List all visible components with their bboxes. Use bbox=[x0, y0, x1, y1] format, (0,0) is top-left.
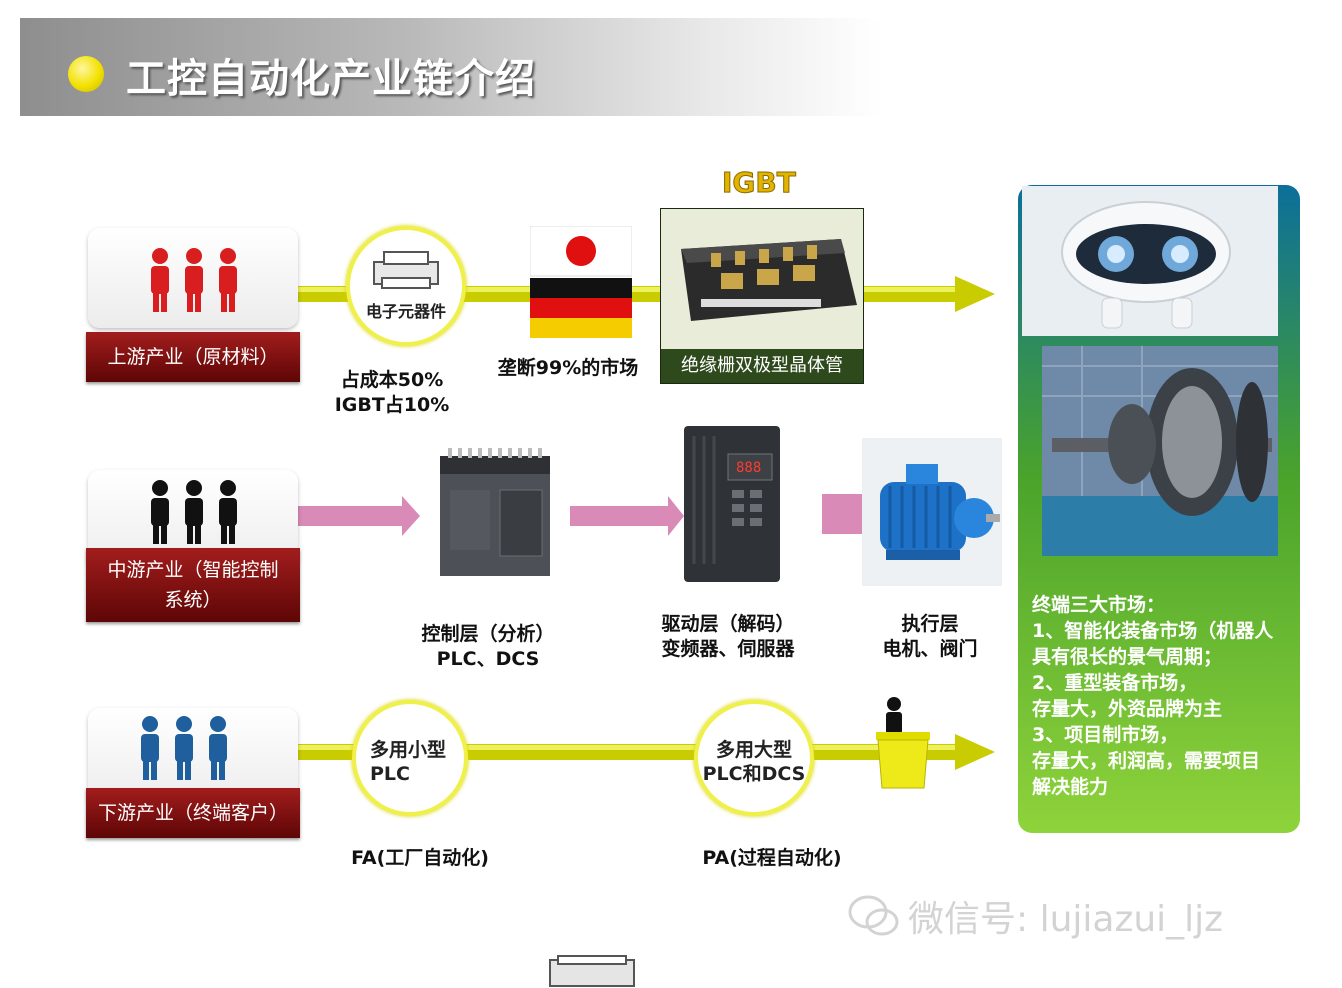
page-title: 工控自动化产业链介绍 bbox=[126, 56, 536, 102]
midstream-arrows bbox=[296, 494, 862, 536]
upstream-card bbox=[88, 228, 298, 328]
presenter-podium-icon bbox=[876, 697, 930, 789]
execution-layer-caption: 执行层 电机、阀门 bbox=[882, 613, 978, 660]
terminal-markets-text: 终端三大市场： 1、智能化装备市场（机器人 具有很长的景气周期； 2、重型装备市… bbox=[1032, 594, 1274, 798]
electronic-components-node: 电子元器件 bbox=[346, 226, 466, 346]
igbt-module-image: 绝缘栅双极型晶体管 bbox=[660, 208, 864, 384]
people-group-blue-icon bbox=[141, 716, 227, 780]
printer-icon-bottom bbox=[549, 955, 635, 987]
igbt-caption: 绝缘栅双极型晶体管 bbox=[681, 355, 843, 376]
wechat-watermark: 微信号: lujiazui_ljz bbox=[908, 899, 1224, 940]
robot-image-icon bbox=[1022, 186, 1278, 336]
pa-caption: PA(过程自动化) bbox=[702, 847, 842, 869]
turbine-image-icon bbox=[1042, 346, 1278, 556]
igbt-module-icon bbox=[661, 209, 863, 349]
title-banner bbox=[20, 18, 882, 116]
drive-layer-caption: 驱动层（解码） 变频器、伺服器 bbox=[661, 613, 795, 660]
monopoly-caption: 垄断99%的市场 bbox=[497, 357, 639, 379]
inverter-icon: 888 bbox=[684, 426, 780, 582]
igbt-title: IGBT bbox=[722, 166, 797, 200]
control-layer-caption: 控制层（分析） PLC、DCS bbox=[421, 623, 555, 670]
bullet-dot-icon bbox=[68, 56, 104, 92]
people-group-black-icon bbox=[151, 480, 237, 544]
printer-icon bbox=[373, 251, 439, 289]
downstream-label: 下游产业（终端客户） bbox=[86, 788, 300, 838]
wechat-logo-icon bbox=[848, 895, 899, 936]
midstream-label: 中游产业（智能控制 系统） bbox=[86, 548, 300, 622]
fa-caption: FA(工厂自动化) bbox=[351, 847, 489, 869]
plc-module-icon bbox=[440, 448, 550, 576]
people-group-red-icon bbox=[151, 248, 237, 312]
small-plc-node: 多用小型 PLC bbox=[352, 700, 468, 816]
japan-germany-flags-icon bbox=[530, 226, 632, 338]
svg-text:888: 888 bbox=[736, 460, 761, 476]
electric-motor-icon bbox=[862, 438, 1002, 586]
cost-share-caption: 占成本50% IGBT占10% bbox=[334, 369, 450, 416]
large-plc-dcs-node: 多用大型 PLC和DCS bbox=[694, 700, 814, 816]
upstream-label: 上游产业（原材料） bbox=[86, 332, 300, 382]
